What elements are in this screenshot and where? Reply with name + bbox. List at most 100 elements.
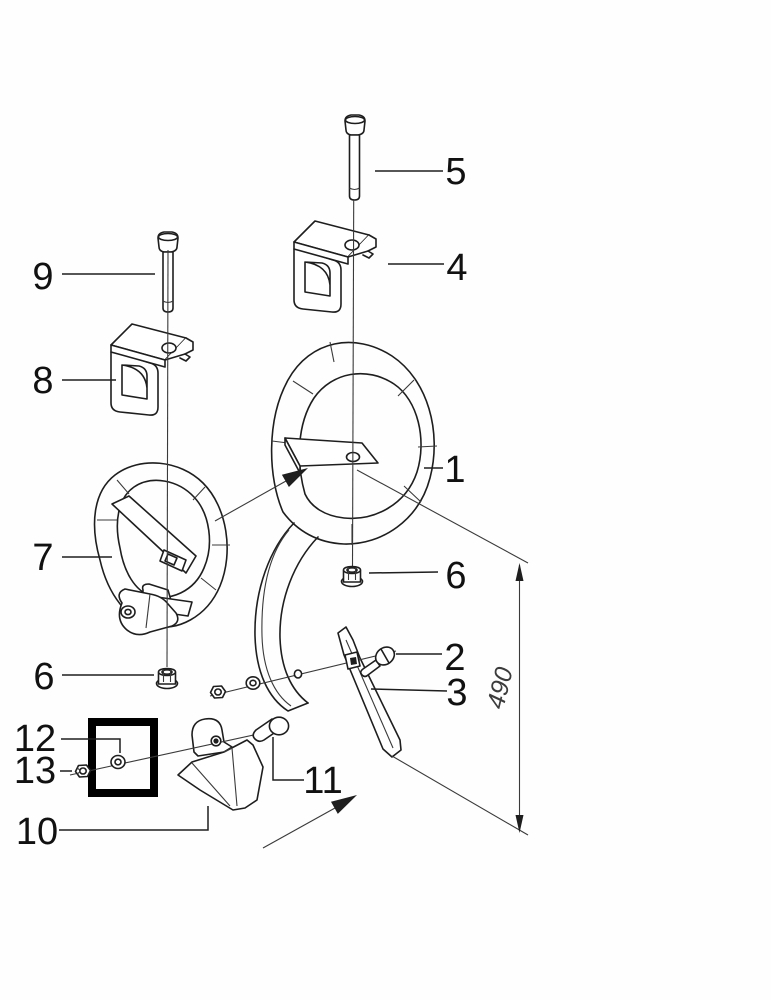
leader-11 xyxy=(272,737,304,781)
bolt-shaft xyxy=(348,134,361,201)
callout-1-label: 1 xyxy=(444,449,465,491)
washer-outer xyxy=(245,676,261,690)
callout-2-label: 2 xyxy=(444,637,465,679)
axis-point-fasteners xyxy=(209,650,397,697)
clamp-ring-opening xyxy=(121,364,148,400)
axis-sweep-fasteners xyxy=(69,733,259,776)
callout-8-label: 8 xyxy=(32,360,53,402)
callout-6-left-label: 6 xyxy=(33,656,54,698)
coil-facet-lines xyxy=(271,341,438,545)
arrow-head xyxy=(281,468,308,487)
nut-hole xyxy=(78,767,88,775)
callout-11-label: 11 xyxy=(303,760,342,802)
clamp-hole xyxy=(344,239,360,251)
part-1-spring-tine xyxy=(254,341,438,712)
bolt-head-top xyxy=(157,232,179,242)
direction-arrow-lower xyxy=(262,795,357,849)
clamp-hole xyxy=(161,342,177,354)
leader-10 xyxy=(59,806,209,831)
callout-labels: 5 4 9 8 1 7 6 6 2 3 12 13 10 11 xyxy=(14,151,468,853)
sweep-hole xyxy=(210,735,222,747)
boss-square-hole xyxy=(350,657,357,665)
leader-12 xyxy=(61,738,121,753)
hole-center xyxy=(213,738,219,744)
shank-hole xyxy=(293,669,303,679)
part-5-bolt xyxy=(344,114,366,201)
nut-facets xyxy=(162,669,172,682)
washer-outer xyxy=(110,754,126,770)
callout-12-label: 12 xyxy=(14,718,56,760)
nut-facets xyxy=(347,567,357,580)
coil-inner-edge xyxy=(298,372,422,520)
callout-7-label: 7 xyxy=(32,537,53,579)
clamp-plate-edge xyxy=(110,344,166,368)
bolt-shaft xyxy=(359,659,381,678)
part-2-plow-bolt xyxy=(359,646,396,678)
part-8-clamp xyxy=(110,323,194,416)
extension-line-bottom xyxy=(391,755,529,836)
leader-6R xyxy=(368,571,439,574)
clamp-side-tab xyxy=(347,234,377,258)
highlight-box xyxy=(88,718,158,797)
part-3-reversible-point xyxy=(337,626,402,758)
tine-bar-slot-inner xyxy=(164,553,178,566)
nut-outline xyxy=(74,764,92,778)
dim-arrow-top xyxy=(515,563,524,581)
washer-inner xyxy=(249,679,257,687)
part-12-washer xyxy=(110,754,126,770)
shank-outer-edge xyxy=(254,522,309,712)
callout-3-label: 3 xyxy=(446,672,467,714)
nut-top-inner xyxy=(346,567,358,574)
callout-6-right-label: 6 xyxy=(445,555,466,597)
nut-outline xyxy=(209,685,227,699)
part-13-hex-nut xyxy=(74,764,92,778)
bolt-thread-line xyxy=(349,187,360,191)
arrow-line xyxy=(214,480,287,522)
clamp-side-tab xyxy=(164,337,194,361)
part-7-spring-coil xyxy=(93,462,230,636)
callout-9-label: 9 xyxy=(32,256,53,298)
callout-13-label: 13 xyxy=(14,750,56,792)
leader-lines xyxy=(59,170,448,831)
washer-point-axis xyxy=(245,676,261,690)
extension-line-top xyxy=(356,469,529,564)
part-4-clamp xyxy=(293,220,377,313)
point-outline xyxy=(337,626,402,758)
arrow-head xyxy=(331,795,357,814)
shank-edge-line xyxy=(261,529,292,707)
part-11-bolt xyxy=(252,716,290,743)
washer-inner xyxy=(114,758,122,766)
bolt-head-slot xyxy=(380,648,390,664)
nut-serrations xyxy=(76,767,81,775)
nut-hole xyxy=(213,688,223,696)
sweep-fold-lines xyxy=(191,747,238,807)
part-6-locknut-right xyxy=(340,565,364,588)
axis-bolt9-to-nut6 xyxy=(166,249,169,668)
point-boss xyxy=(344,651,361,670)
sweep-body xyxy=(177,739,264,811)
bolt-head xyxy=(157,231,179,253)
leader-3 xyxy=(370,688,448,692)
clamp-ring-opening xyxy=(304,261,331,297)
part-10-sweep xyxy=(177,717,264,811)
tine-bar xyxy=(111,495,197,574)
arrow-line xyxy=(262,807,336,849)
coil-mount-plate xyxy=(284,437,379,467)
nut-top-inner xyxy=(161,669,173,676)
foot-hook-slot-inner xyxy=(124,608,132,616)
callout-4-label: 4 xyxy=(446,247,467,289)
direction-arrow-upper xyxy=(214,468,308,522)
coil-outer-edge xyxy=(270,341,436,545)
dimension-value: 490 xyxy=(482,664,519,711)
callout-10-label: 10 xyxy=(16,811,58,853)
callout-5-label: 5 xyxy=(445,151,466,193)
bolt-head-top xyxy=(344,115,366,125)
hex-nut-point-axis xyxy=(209,685,227,699)
foot-detail-line xyxy=(145,593,151,629)
bolt-head xyxy=(344,114,366,136)
axis-bolt5-to-nut6 xyxy=(351,199,355,567)
coil-facet-lines xyxy=(97,479,230,629)
clamp-plate-edge xyxy=(293,241,349,265)
